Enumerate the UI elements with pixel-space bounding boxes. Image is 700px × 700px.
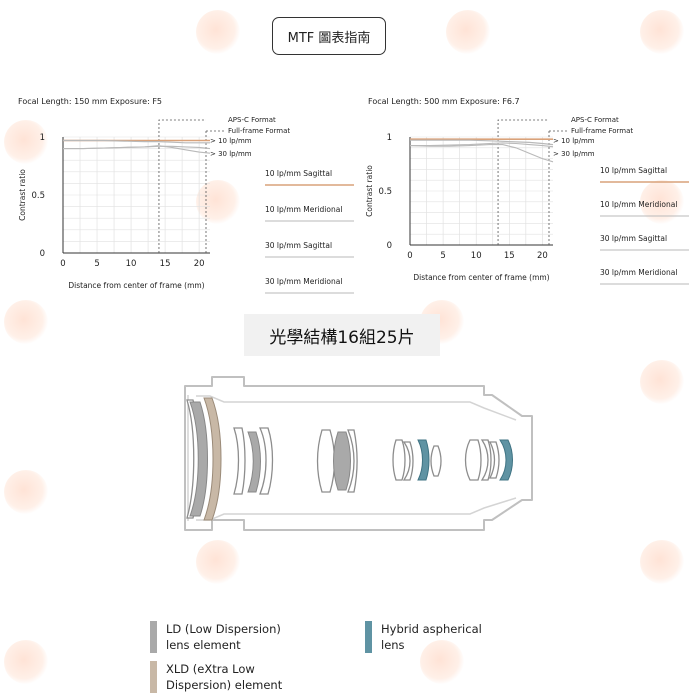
hybrid-swatch [365, 621, 372, 653]
x-axis-label: Distance from center of frame (mm) [413, 273, 549, 282]
legend-ld-line1: LD (Low Dispersion) [166, 622, 281, 636]
x-tick-label: 10 [471, 251, 482, 261]
watermark-badge [4, 640, 48, 684]
watermark-badge [196, 10, 240, 54]
watermark-badge [420, 640, 464, 684]
series-line [409, 144, 554, 163]
legend-label: 10 lp/mm Meridional [600, 200, 677, 209]
x-tick-label: 0 [60, 259, 65, 269]
legend-label: 30 lp/mm Sagittal [265, 241, 332, 250]
y-tick-label: 0.5 [31, 191, 45, 201]
xld-lens-element [203, 397, 222, 521]
watermark-badge [4, 300, 48, 344]
fullframe-label: Full-frame Format [571, 127, 633, 135]
watermark-badge [446, 10, 490, 54]
apsc-label: APS-C Format [228, 116, 276, 124]
lp10-label: > 10 lp/mm [553, 137, 595, 145]
lp30-label: > 30 lp/mm [210, 150, 252, 158]
apsc-boundary [158, 119, 206, 253]
legend-label: 30 lp/mm Meridional [600, 268, 677, 277]
y-axis-label: Contrast ratio [18, 169, 27, 221]
ld-lens-element [247, 431, 261, 493]
lens-element-5a [464, 439, 482, 481]
xld-swatch [150, 661, 157, 693]
series-line [410, 139, 554, 146]
watermark-badge [640, 540, 684, 584]
legend-ld-line2: lens element [166, 638, 241, 652]
y-tick-label: 0 [387, 241, 392, 251]
lens-element-4d [430, 445, 442, 477]
chart-title: Focal Length: 500 mm Exposure: F6.7 [368, 97, 520, 106]
x-tick-label: 15 [504, 251, 515, 261]
lens-element-5b [480, 439, 492, 481]
watermark-badge [196, 540, 240, 584]
y-tick-label: 0 [40, 249, 45, 259]
page-title: MTF 圖表指南 [272, 17, 386, 55]
legend-hybrid-line1: Hybrid aspherical [381, 622, 482, 636]
series-line [63, 139, 210, 144]
x-axis-label: Distance from center of frame (mm) [68, 281, 204, 290]
x-tick-label: 10 [126, 259, 137, 269]
watermark-badge [4, 470, 48, 514]
section-title: 光學結構16組25片 [244, 314, 440, 356]
legend-label: 10 lp/mm Sagittal [265, 169, 332, 178]
series-line [410, 142, 554, 148]
lens-element-4a [392, 439, 406, 481]
ld-swatch [150, 621, 157, 653]
legend-hybrid: Hybrid aspherical lens [365, 621, 482, 653]
ld-lens-element [189, 401, 208, 517]
watermark-badge [196, 180, 240, 224]
lp30-label: > 30 lp/mm [553, 150, 595, 158]
x-tick-label: 5 [440, 251, 445, 261]
legend-hybrid-line2: lens [381, 638, 405, 652]
lens-barrel-outline [184, 376, 533, 531]
legend-label: 30 lp/mm Sagittal [600, 234, 667, 243]
lens-element-4b [402, 441, 414, 481]
lens-element-2a [233, 427, 246, 495]
chart-title: Focal Length: 150 mm Exposure: F5 [18, 97, 162, 106]
hybrid-aspherical-lens [417, 439, 430, 481]
y-tick-label: 0.5 [378, 187, 392, 197]
x-tick-label: 15 [160, 259, 171, 269]
y-tick-label: 1 [387, 133, 392, 143]
lens-element-5c [488, 441, 500, 479]
hybrid-aspherical-lens [499, 439, 513, 481]
ld-lens-element [333, 431, 351, 491]
legend-label: 10 lp/mm Meridional [265, 205, 342, 214]
apsc-boundary [497, 119, 549, 245]
watermark-badge [640, 180, 684, 224]
watermark-badge [640, 10, 684, 54]
y-tick-label: 1 [40, 133, 45, 143]
series-line [63, 145, 211, 154]
x-tick-label: 20 [194, 259, 205, 269]
legend-label: 30 lp/mm Meridional [265, 277, 342, 286]
x-tick-label: 0 [407, 251, 412, 261]
lens-element-3c [347, 429, 358, 493]
lp10-label: > 10 lp/mm [210, 137, 252, 145]
lens-element-2c [259, 427, 274, 495]
watermark-badge [640, 360, 684, 404]
lens-element-3a [316, 429, 336, 493]
legend-xld-line1: XLD (eXtra Low [166, 662, 255, 676]
fullframe-label: Full-frame Format [228, 127, 290, 135]
watermark-badge [4, 120, 48, 164]
legend-ld: LD (Low Dispersion) lens element [150, 621, 281, 653]
legend-xld-line2: Dispersion) element [166, 678, 283, 692]
legend-label: 10 lp/mm Sagittal [600, 166, 667, 175]
y-axis-label: Contrast ratio [365, 165, 374, 217]
apsc-label: APS-C Format [571, 116, 619, 124]
x-tick-label: 20 [537, 251, 548, 261]
x-tick-label: 5 [94, 259, 99, 269]
